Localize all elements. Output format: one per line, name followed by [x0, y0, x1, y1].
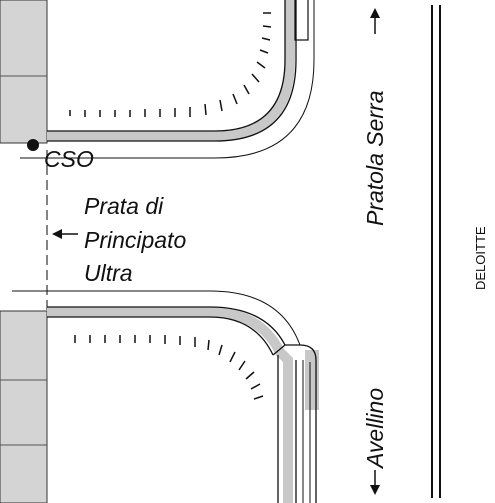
railway-lines	[431, 5, 441, 498]
upper-embankment-ticks	[69, 12, 272, 117]
station-label: CSO	[44, 146, 94, 172]
left-buildings	[0, 0, 48, 503]
lower-embankment-ticks	[74, 335, 264, 400]
lower-road	[12, 290, 319, 503]
station-dot	[27, 139, 39, 151]
town-arrow	[52, 229, 78, 239]
town-label-line2: Principato	[84, 227, 187, 253]
south-direction-arrow	[370, 470, 380, 495]
town-label-line1: Prata di	[84, 193, 164, 219]
upper-road	[30, 0, 315, 159]
north-direction-arrow	[370, 8, 380, 34]
credit-label: DELOITTE	[473, 226, 488, 290]
direction-north-label: Pratola Serra	[362, 90, 388, 226]
town-label-line3: Ultra	[84, 260, 133, 286]
direction-south-label: Avellino	[362, 387, 388, 468]
